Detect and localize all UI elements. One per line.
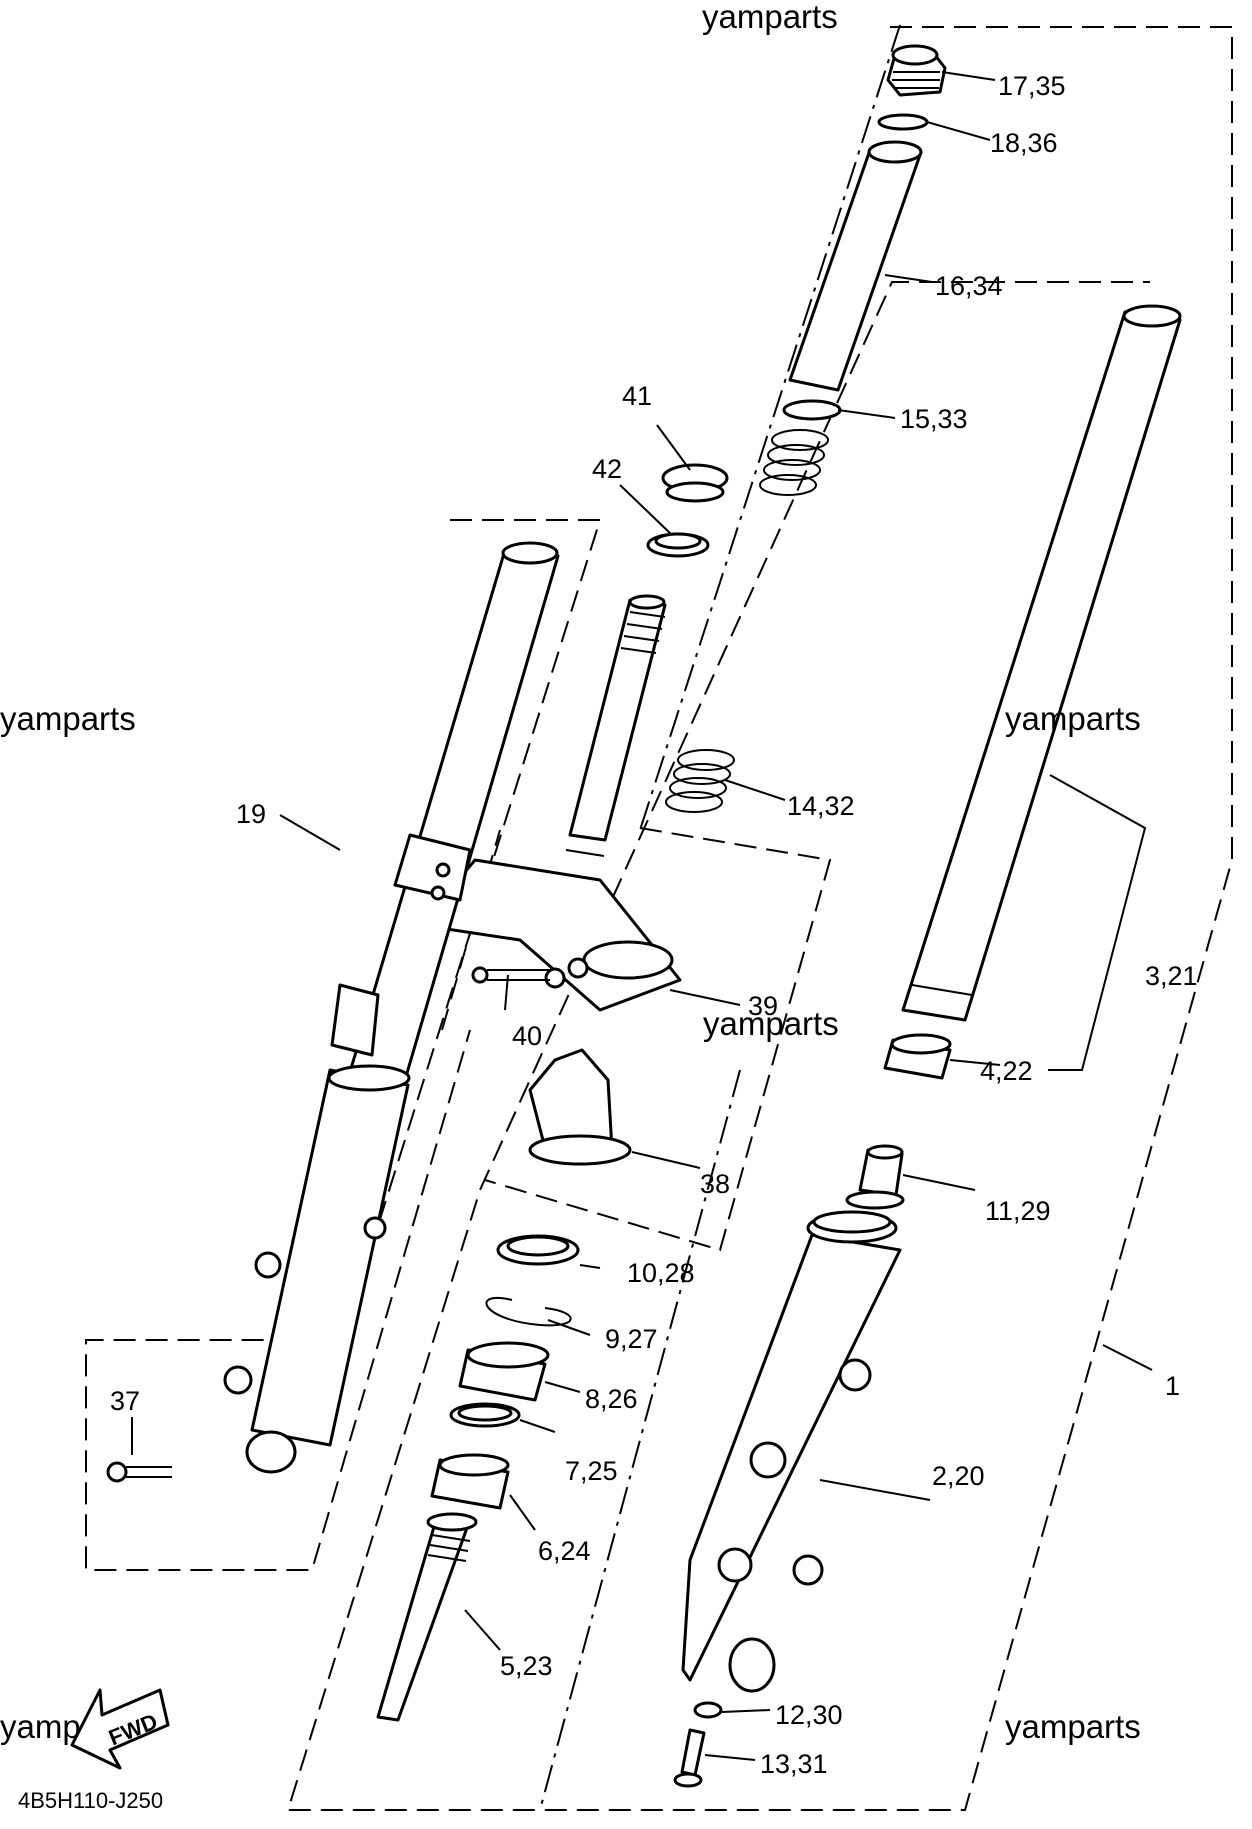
bearing-race-part xyxy=(646,532,710,558)
pinch-bolt-part xyxy=(471,966,550,984)
circlip-part xyxy=(485,1297,572,1327)
cap-nut-part xyxy=(661,463,729,503)
center-axis-upper xyxy=(639,24,901,831)
dust-seal-part xyxy=(496,1234,580,1266)
callout-8-26: 8,26 xyxy=(585,1384,638,1414)
callout-5-23: 5,23 xyxy=(500,1651,553,1681)
callout-39: 39 xyxy=(748,991,778,1021)
callout-10-28: 10,28 xyxy=(627,1258,695,1288)
bushing-part xyxy=(430,1453,510,1510)
callout-14-32: 14,32 xyxy=(787,791,855,821)
damper-rod-part xyxy=(376,1512,478,1722)
group-outline-right-fork xyxy=(286,26,1233,1811)
callout-41: 41 xyxy=(622,381,652,411)
drain-bolt-part xyxy=(673,1728,706,1788)
callout-40: 40 xyxy=(512,1021,542,1051)
callout-4-22: 4,22 xyxy=(980,1056,1033,1086)
callout-6-24: 6,24 xyxy=(538,1536,591,1566)
callout-12-30: 12,30 xyxy=(775,1700,843,1730)
diagram-code: 4B5H110-J250 xyxy=(18,1788,163,1813)
outer-tube-part xyxy=(901,304,1182,1022)
watermark-center: yamparts xyxy=(703,1005,839,1042)
o-ring-part xyxy=(877,113,929,131)
watermark-bottom-right: yamparts xyxy=(1005,1708,1141,1745)
axle-pinch-bolt-part xyxy=(106,1461,172,1483)
watermark-top: yamparts xyxy=(702,0,838,35)
callout-3-21: 3,21 xyxy=(1145,961,1198,991)
callout-15-33: 15,33 xyxy=(900,404,968,434)
callout-9-27: 9,27 xyxy=(605,1324,658,1354)
callout-37: 37 xyxy=(110,1386,140,1416)
oil-seal-part xyxy=(458,1341,550,1402)
callout-2-20: 2,20 xyxy=(932,1461,985,1491)
watermark-left: yamparts xyxy=(0,700,136,737)
callout-18-36: 18,36 xyxy=(990,128,1058,158)
slide-bushing-part xyxy=(883,1033,952,1080)
callout-13-31: 13,31 xyxy=(760,1749,828,1779)
callout-7-25: 7,25 xyxy=(565,1456,618,1486)
group-outline-left-fork xyxy=(85,519,602,1571)
inner-tube-cap-part xyxy=(788,140,923,392)
callout-38: 38 xyxy=(700,1169,730,1199)
right-outer-slider-part xyxy=(681,1210,902,1693)
cap-bolt-part xyxy=(886,44,947,97)
washer-part xyxy=(693,1701,723,1719)
callout-42: 42 xyxy=(592,454,622,484)
callout-19: 19 xyxy=(236,799,266,829)
callout-11-29: 11,29 xyxy=(985,1196,1051,1226)
spacer-ring-part xyxy=(782,399,842,421)
center-axis-lower xyxy=(539,1069,741,1811)
fwd-arrow-icon: FWD xyxy=(70,1688,170,1770)
callout-1: 1 xyxy=(1165,1371,1180,1401)
upper-spring-part xyxy=(759,429,829,496)
callout-17-35: 17,35 xyxy=(998,71,1066,101)
lower-spring-part xyxy=(665,749,735,813)
leader-lines xyxy=(131,71,1153,1761)
fork-cover-part xyxy=(528,1048,632,1166)
washer-seal-part xyxy=(449,1402,521,1428)
steering-stem-part xyxy=(565,594,667,857)
oil-lock-piece-part xyxy=(845,1144,905,1210)
left-fork-assembly-part xyxy=(223,541,560,1474)
watermark-right: yamparts xyxy=(1005,700,1141,737)
callout-16-34: 16,34 xyxy=(935,271,1003,301)
